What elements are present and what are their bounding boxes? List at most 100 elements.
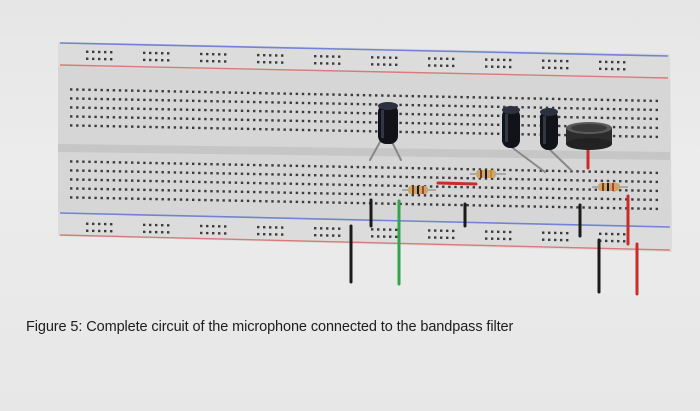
breadboard-hole — [368, 94, 372, 97]
breadboard-hole — [149, 116, 152, 120]
breadboard-hole — [503, 65, 506, 69]
breadboard-hole — [551, 97, 555, 101]
breadboard-hole — [173, 126, 177, 129]
breadboard-hole — [625, 108, 628, 111]
breadboard-hole — [356, 111, 360, 115]
breadboard-hole — [210, 126, 213, 130]
breadboard-hole — [393, 202, 396, 205]
breadboard-hole — [448, 176, 451, 180]
breadboard-hole — [558, 187, 561, 191]
lead-4 — [546, 146, 572, 171]
breadboard-hole — [100, 178, 103, 182]
breadboard-hole — [649, 126, 652, 129]
breadboard-hole — [200, 52, 203, 56]
breadboard-hole — [527, 169, 530, 172]
breadboard-hole — [399, 175, 402, 179]
breadboard-hole — [218, 225, 221, 228]
breadboard-hole — [70, 124, 73, 127]
breadboard-hole — [271, 110, 274, 113]
breadboard-hole — [143, 58, 146, 62]
breadboard-hole — [649, 171, 652, 174]
breadboard-hole — [454, 122, 457, 126]
breadboard-hole — [600, 170, 604, 174]
breadboard-hole — [484, 177, 488, 180]
breadboard-hole — [527, 106, 530, 109]
breadboard-hole — [257, 232, 260, 236]
breadboard-hole — [314, 183, 317, 186]
breadboard-hole — [70, 97, 73, 100]
breadboard-hole — [454, 203, 457, 207]
breadboard-hole — [161, 52, 164, 55]
breadboard-hole — [137, 98, 140, 101]
breadboard-hole — [289, 128, 292, 131]
breadboard-hole — [100, 88, 103, 92]
breadboard-hole — [307, 119, 311, 123]
breadboard-hole — [88, 97, 91, 100]
breadboard-hole — [332, 174, 335, 177]
breadboard-hole — [210, 171, 213, 175]
breadboard-hole — [137, 197, 140, 200]
breadboard-hole — [570, 170, 573, 173]
breadboard-hole — [362, 165, 366, 169]
breadboard-hole — [338, 111, 341, 114]
breadboard-hole — [301, 200, 305, 204]
breadboard-hole — [112, 188, 116, 191]
breadboard-hole — [155, 170, 158, 174]
breadboard-hole — [527, 97, 530, 100]
breadboard-hole — [405, 184, 408, 188]
breadboard-hole — [216, 109, 219, 112]
capacitor-3 — [540, 108, 558, 150]
breadboard-hole — [631, 135, 634, 138]
breadboard-hole — [612, 98, 616, 102]
breadboard-hole — [588, 197, 591, 200]
breadboard-hole — [137, 125, 140, 128]
breadboard-hole — [198, 198, 201, 202]
breadboard-hole — [314, 227, 317, 230]
breadboard-hole — [570, 116, 573, 119]
breadboard-hole — [257, 225, 260, 229]
breadboard-hole — [448, 185, 451, 189]
breadboard-hole — [539, 187, 543, 190]
breadboard-hole — [643, 189, 646, 192]
breadboard-hole — [582, 98, 585, 101]
breadboard-hole — [362, 120, 366, 124]
breadboard-hole — [521, 169, 524, 172]
breadboard-hole — [246, 190, 250, 194]
breadboard-hole — [558, 106, 561, 110]
breadboard-hole — [582, 116, 585, 119]
breadboard-hole — [454, 167, 457, 171]
breadboard-hole — [161, 189, 164, 192]
breadboard-hole — [599, 67, 602, 71]
breadboard-hole — [356, 174, 360, 178]
breadboard-hole — [387, 184, 390, 187]
breadboard-hole — [606, 98, 610, 102]
breadboard-hole — [383, 56, 386, 59]
breadboard-hole — [94, 124, 97, 128]
breadboard-hole — [326, 129, 329, 132]
breadboard-hole — [472, 204, 475, 207]
breadboard-hole — [350, 93, 353, 97]
breadboard-hole — [649, 189, 652, 192]
breadboard-hole — [582, 206, 585, 209]
breadboard-hole — [623, 240, 626, 243]
breadboard-hole — [472, 105, 475, 108]
breadboard-hole — [112, 179, 116, 182]
breadboard-hole — [631, 117, 634, 120]
breadboard-hole — [137, 116, 140, 119]
breadboard-hole — [88, 115, 91, 118]
breadboard-hole — [448, 167, 451, 171]
breadboard-hole — [551, 187, 555, 191]
breadboard-hole — [576, 98, 579, 101]
breadboard-holes — [70, 50, 658, 243]
breadboard-hole — [564, 106, 567, 110]
breadboard-hole — [515, 195, 518, 199]
breadboard-hole — [576, 107, 579, 110]
breadboard-hole — [332, 120, 335, 123]
breadboard-hole — [104, 229, 107, 233]
breadboard-hole — [320, 102, 323, 105]
breadboard-hole — [350, 165, 353, 169]
breadboard-hole — [395, 235, 398, 239]
breadboard-hole — [295, 191, 299, 195]
breadboard-hole — [76, 187, 79, 190]
breadboard-hole — [600, 179, 604, 183]
